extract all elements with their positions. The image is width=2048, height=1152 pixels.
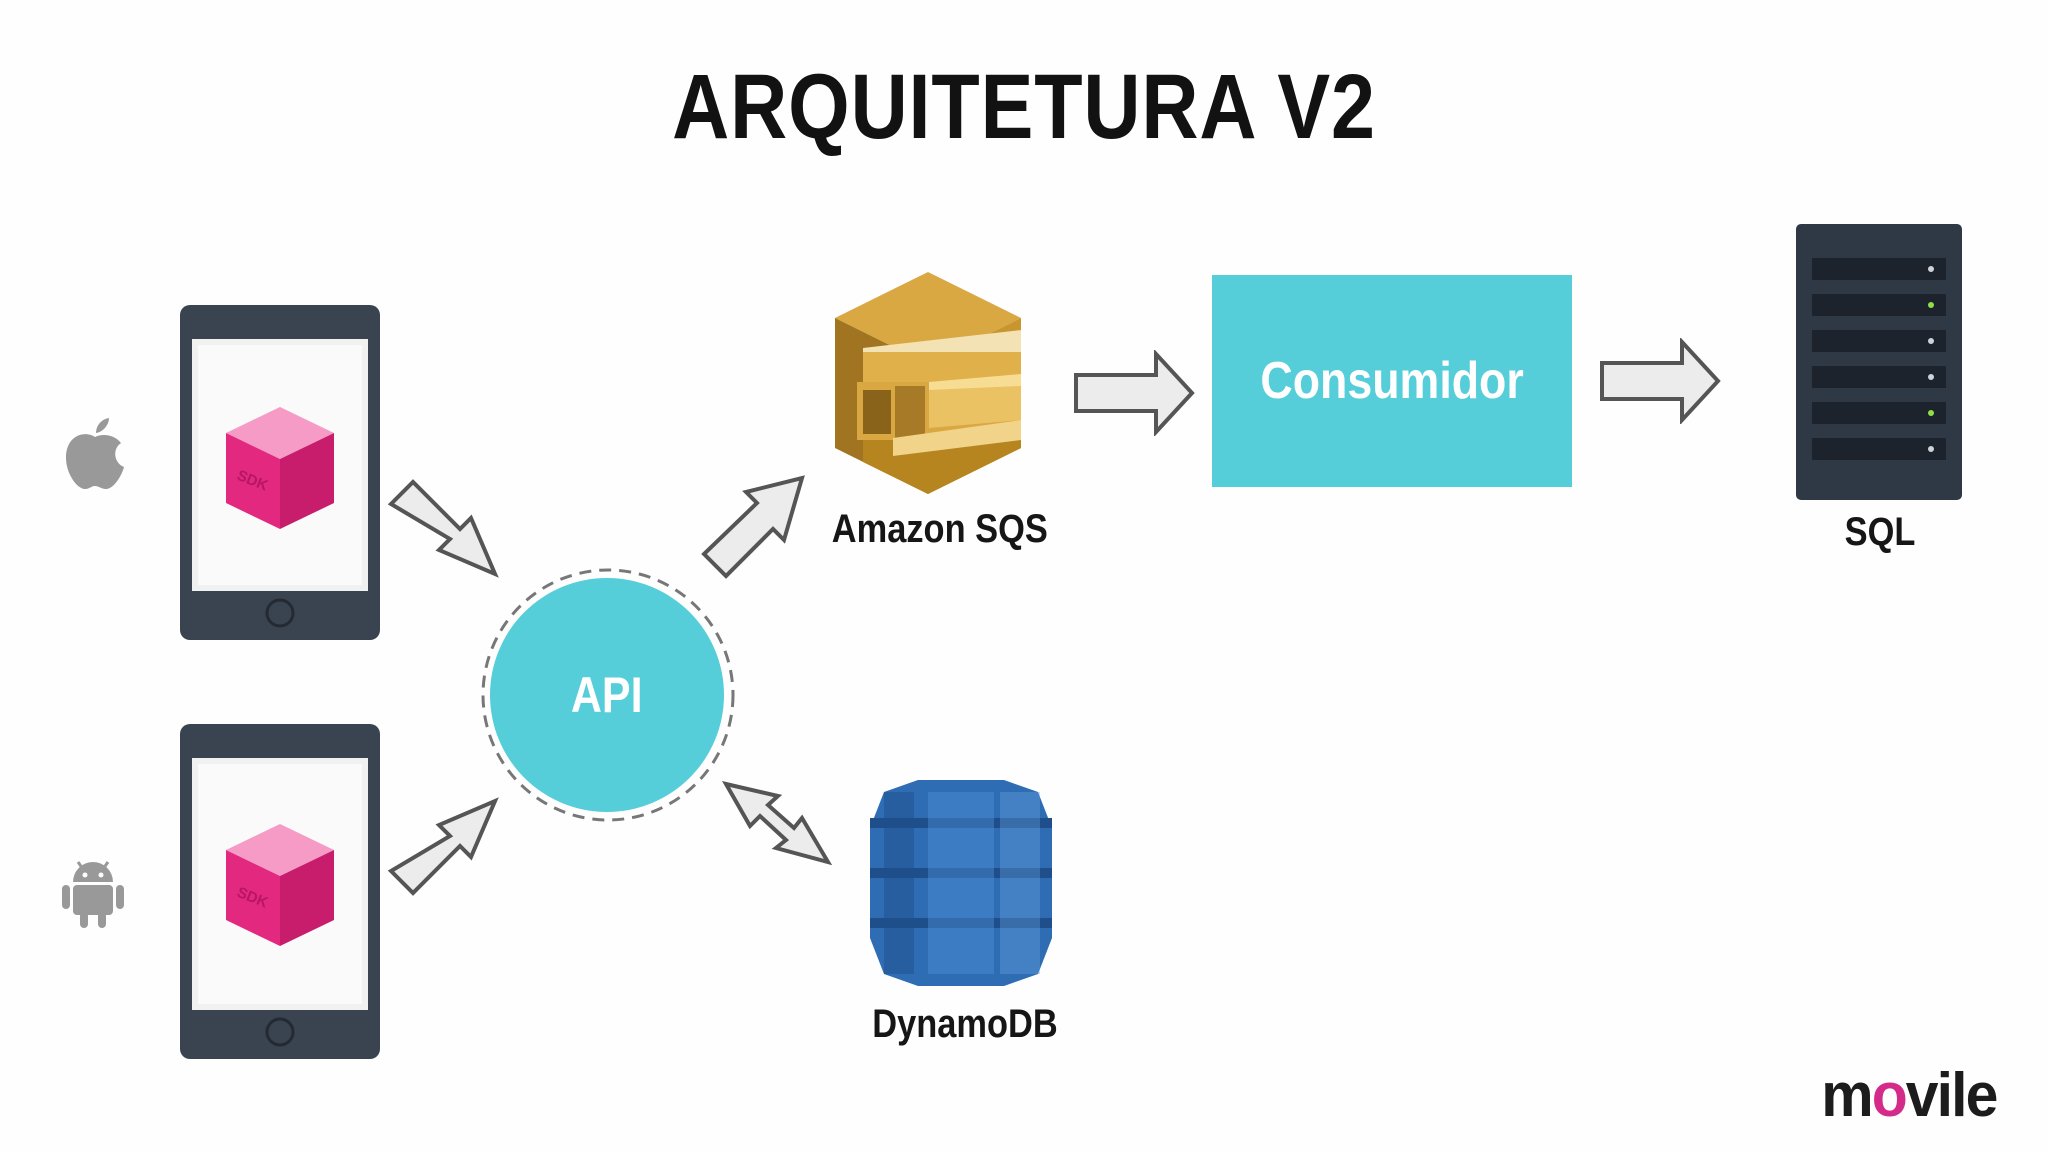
consumer-node: Consumidor [1212, 275, 1572, 487]
api-node: API [490, 578, 724, 812]
arrow-icon [387, 797, 499, 896]
sql-label: SQL [1844, 510, 1916, 554]
arrow-icon [721, 781, 833, 866]
dynamodb-icon [870, 780, 1052, 986]
sdk-box-icon: SDK [226, 407, 334, 529]
consumer-label: Consumidor [1260, 352, 1524, 410]
movile-logo: movile [1820, 1061, 1998, 1130]
sdk-box-icon: SDK [226, 824, 334, 946]
android-icon [62, 861, 124, 928]
api-dashed-ring [481, 568, 735, 822]
arrow-icon [701, 475, 805, 579]
server-icon [1796, 224, 1962, 500]
sqs-icon [835, 272, 1021, 494]
arrow-icon [1600, 338, 1721, 424]
arrow-icon [1074, 350, 1195, 436]
apple-icon [65, 418, 124, 489]
api-label: API [571, 667, 643, 723]
sqs-label: Amazon SQS [831, 507, 1048, 551]
dynamodb-label: DynamoDB [872, 1002, 1058, 1046]
arrow-icon [387, 479, 499, 578]
page-title: ARQUITETURA V2 [672, 56, 1376, 158]
